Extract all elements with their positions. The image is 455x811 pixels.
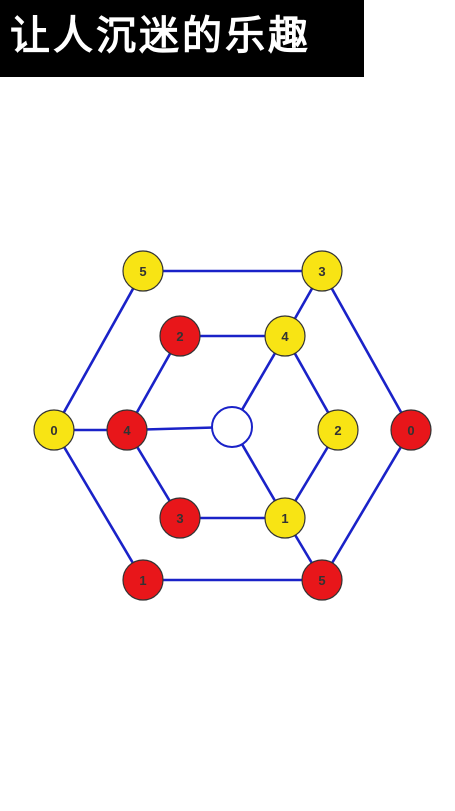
banner-title: 让人沉迷的乐趣 <box>10 13 311 59</box>
node-center[interactable] <box>211 406 253 448</box>
node-inner-right[interactable]: 2 <box>317 409 359 451</box>
node-label: 2 <box>334 423 341 438</box>
node-disc-yellow[interactable] <box>301 250 343 292</box>
node-outer-bottom-right[interactable]: 5 <box>301 559 343 601</box>
node-disc-red[interactable] <box>106 409 148 451</box>
node-inner-top-left[interactable]: 2 <box>159 315 201 357</box>
node-label: 1 <box>139 573 146 588</box>
node-outer-right[interactable]: 0 <box>390 409 432 451</box>
edge-outer-right-to-outer-bottom-right <box>320 429 413 581</box>
node-outer-bottom-left[interactable]: 1 <box>122 559 164 601</box>
node-inner-top-right[interactable]: 4 <box>264 315 306 357</box>
node-disc-yellow[interactable] <box>122 250 164 292</box>
node-disc-yellow[interactable] <box>317 409 359 451</box>
node-inner-left[interactable]: 4 <box>106 409 148 451</box>
node-label: 0 <box>407 423 414 438</box>
node-label: 5 <box>139 264 146 279</box>
node-disc-yellow[interactable] <box>33 409 75 451</box>
node-label: 3 <box>318 264 325 279</box>
node-outer-top-right[interactable]: 3 <box>301 250 343 292</box>
node-layer: 5 3 0 0 1 5 2 4 4 2 3 1 <box>33 250 432 601</box>
node-inner-bottom-right[interactable]: 1 <box>264 497 306 539</box>
node-label: 4 <box>281 329 289 344</box>
node-disc-red[interactable] <box>159 315 201 357</box>
edge-outer-bottom-left-to-outer-left <box>52 429 145 581</box>
node-label: 4 <box>123 423 131 438</box>
node-label: 0 <box>50 423 57 438</box>
node-disc-red[interactable] <box>159 497 201 539</box>
node-disc-red[interactable] <box>390 409 432 451</box>
node-label: 1 <box>281 511 288 526</box>
node-disc-red[interactable] <box>122 559 164 601</box>
node-disc-yellow[interactable] <box>264 315 306 357</box>
edge-outer-top-right-to-outer-right <box>320 270 413 431</box>
node-outer-top-left[interactable]: 5 <box>122 250 164 292</box>
node-disc-yellow[interactable] <box>264 497 306 539</box>
node-label: 2 <box>176 329 183 344</box>
node-inner-bottom-left[interactable]: 3 <box>159 497 201 539</box>
edge-outer-left-to-outer-top-left <box>52 270 145 431</box>
node-disc-red[interactable] <box>301 559 343 601</box>
node-outer-left[interactable]: 0 <box>33 409 75 451</box>
node-label: 3 <box>176 511 183 526</box>
title-banner: 让人沉迷的乐趣 <box>0 0 364 77</box>
node-disc-empty[interactable] <box>211 406 253 448</box>
node-label: 5 <box>318 573 325 588</box>
